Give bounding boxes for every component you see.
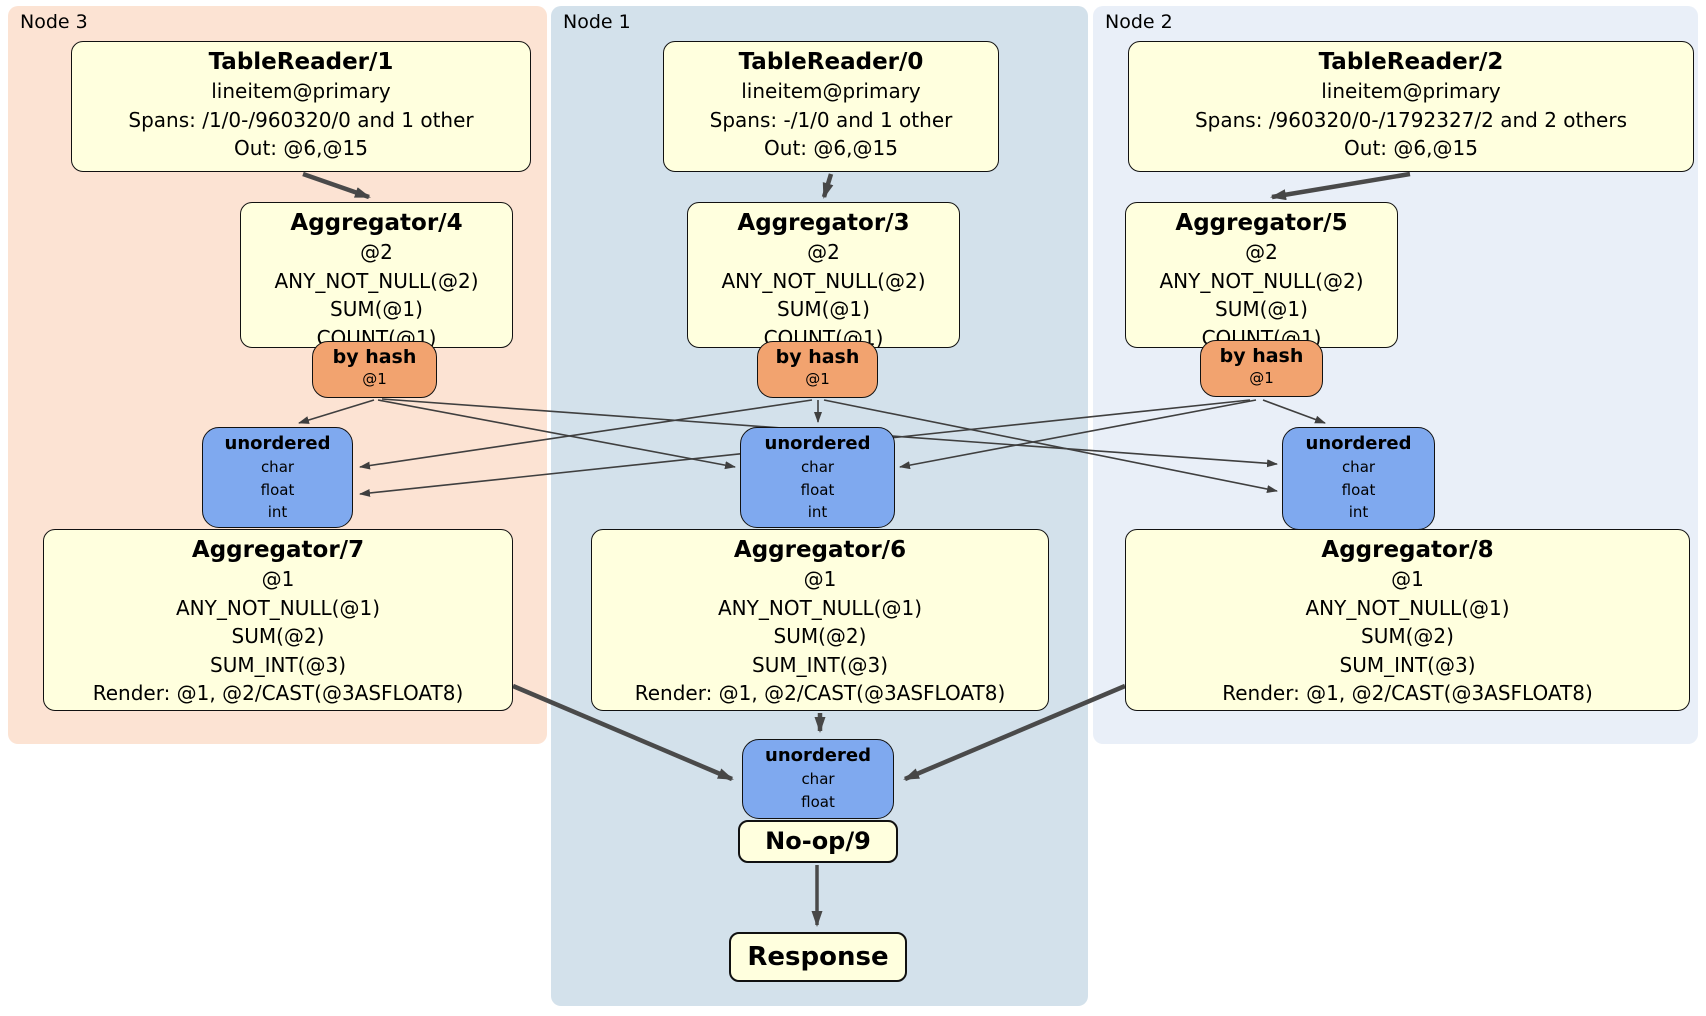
box-line: SUM(@2)	[231, 624, 325, 648]
sync-title: unordered	[765, 745, 871, 766]
box-title: TableReader/2	[1318, 49, 1504, 75]
edge-hash3-sync3	[298, 399, 375, 424]
sync-title: unordered	[1305, 433, 1412, 454]
box-line: Out: @6,@15	[234, 136, 368, 160]
sync-col: char	[800, 458, 835, 476]
sync-col: float	[801, 792, 835, 811]
box-line: ANY_NOT_NULL(@2)	[1159, 268, 1364, 293]
router-title: by hash	[775, 346, 860, 368]
box-title: No-op/9	[765, 827, 871, 855]
box-line: Render: @1, @2/CAST(@3ASFLOAT8)	[1222, 681, 1593, 705]
edge-tr2-agg5	[1270, 171, 1411, 201]
sync-col: int	[807, 503, 828, 521]
box-line: SUM_INT(@3)	[1339, 652, 1476, 677]
box-title: TableReader/0	[738, 49, 924, 75]
box-line: Spans: /960320/0-/1792327/2 and 2 others	[1194, 107, 1627, 132]
box-title: Aggregator/4	[290, 210, 463, 236]
box-title: Aggregator/3	[737, 210, 910, 236]
unordered-sync-node3: unordered char float int	[202, 427, 353, 528]
sync-col: char	[1341, 458, 1376, 476]
router-key: @1	[362, 370, 387, 388]
sync-title: unordered	[764, 433, 871, 454]
box-line: ANY_NOT_NULL(@2)	[721, 268, 926, 293]
unordered-sync-final: unordered char float	[742, 739, 894, 819]
box-line: Render: @1, @2/CAST(@3ASFLOAT8)	[92, 681, 464, 705]
noop-9-box: No-op/9	[738, 820, 898, 863]
hash-router-node3: by hash @1	[312, 341, 437, 398]
edge-agg7-finalsync	[512, 683, 734, 782]
box-title: Response	[747, 942, 889, 972]
box-line: @2	[807, 240, 840, 264]
unordered-sync-node2: unordered char float int	[1282, 427, 1435, 530]
sync-col: char	[801, 770, 835, 788]
node2-label: Node 2	[1105, 11, 1173, 33]
edge-agg8-finalsync	[903, 683, 1126, 782]
box-line: SUM(@2)	[773, 624, 867, 648]
edge-hash2-sync2	[1262, 399, 1326, 424]
edge-tr1-agg4	[302, 171, 371, 200]
aggregator-3-box: Aggregator/3 @2 ANY_NOT_NULL(@2) SUM(@1)…	[687, 202, 960, 350]
box-line: @1	[261, 567, 295, 591]
box-line: Out: @6,@15	[1344, 136, 1478, 160]
aggregator-7-box: Aggregator/7 @1 ANY_NOT_NULL(@1) SUM(@2)…	[43, 529, 513, 711]
box-line: SUM_INT(@3)	[752, 652, 888, 677]
box-title: Aggregator/6	[733, 537, 907, 563]
box-line: @2	[1245, 240, 1278, 264]
edge-hash2-sync1	[899, 399, 1257, 470]
router-title: by hash	[332, 346, 417, 368]
sync-col: float	[800, 480, 835, 499]
box-line: Out: @6,@15	[764, 136, 898, 160]
response-box: Response	[729, 932, 907, 982]
box-title: Aggregator/8	[1321, 537, 1494, 563]
sync-title: unordered	[224, 433, 331, 454]
unordered-sync-node1: unordered char float int	[740, 427, 895, 528]
router-key: @1	[1249, 369, 1274, 387]
edge-hash1-sync2	[823, 399, 1278, 493]
sync-col: int	[1348, 503, 1369, 521]
box-line: @1	[1391, 567, 1424, 591]
box-line: Spans: /1/0-/960320/0 and 1 other	[128, 107, 474, 132]
aggregator-8-box: Aggregator/8 @1 ANY_NOT_NULL(@1) SUM(@2)…	[1125, 529, 1690, 711]
box-line: @2	[360, 240, 393, 264]
box-line: lineitem@primary	[211, 79, 391, 103]
box-line: lineitem@primary	[741, 79, 921, 103]
aggregator-4-box: Aggregator/4 @2 ANY_NOT_NULL(@2) SUM(@1)…	[240, 202, 513, 350]
box-line: SUM_INT(@3)	[210, 652, 346, 677]
tablereader-0-box: TableReader/0 lineitem@primary Spans: -/…	[663, 41, 999, 172]
box-line: ANY_NOT_NULL(@1)	[1305, 595, 1510, 620]
hash-router-node1: by hash @1	[757, 341, 878, 398]
aggregator-5-box: Aggregator/5 @2 ANY_NOT_NULL(@2) SUM(@1)…	[1125, 202, 1398, 350]
node3-label: Node 3	[20, 11, 88, 33]
sync-col: int	[267, 503, 288, 521]
box-line: @1	[803, 567, 837, 591]
hash-router-node2: by hash @1	[1200, 340, 1323, 397]
edge-hash3-sync1	[377, 399, 736, 470]
router-title: by hash	[1219, 345, 1304, 367]
box-line: SUM(@1)	[330, 297, 423, 321]
node1-label: Node 1	[563, 11, 631, 33]
tablereader-1-box: TableReader/1 lineitem@primary Spans: /1…	[71, 41, 531, 172]
box-title: Aggregator/5	[1175, 210, 1348, 236]
sync-col: float	[1341, 480, 1376, 499]
box-title: TableReader/1	[208, 49, 394, 75]
box-line: lineitem@primary	[1321, 79, 1501, 103]
router-key: @1	[805, 370, 830, 388]
box-line: SUM(@2)	[1361, 624, 1454, 648]
box-line: ANY_NOT_NULL(@2)	[274, 268, 479, 293]
box-line: ANY_NOT_NULL(@1)	[176, 595, 380, 620]
tablereader-2-box: TableReader/2 lineitem@primary Spans: /9…	[1128, 41, 1694, 172]
sync-col: char	[260, 458, 295, 476]
box-line: ANY_NOT_NULL(@1)	[718, 595, 922, 620]
aggregator-6-box: Aggregator/6 @1 ANY_NOT_NULL(@1) SUM(@2)…	[591, 529, 1049, 711]
box-title: Aggregator/7	[191, 537, 365, 563]
box-line: Spans: -/1/0 and 1 other	[709, 107, 953, 132]
edge-tr0-agg3	[821, 173, 834, 199]
sync-col: float	[260, 480, 295, 499]
box-line: SUM(@1)	[1215, 297, 1308, 321]
edge-hash1-sync3	[359, 399, 813, 470]
box-line: SUM(@1)	[777, 297, 870, 321]
box-line: Render: @1, @2/CAST(@3ASFLOAT8)	[634, 681, 1006, 705]
